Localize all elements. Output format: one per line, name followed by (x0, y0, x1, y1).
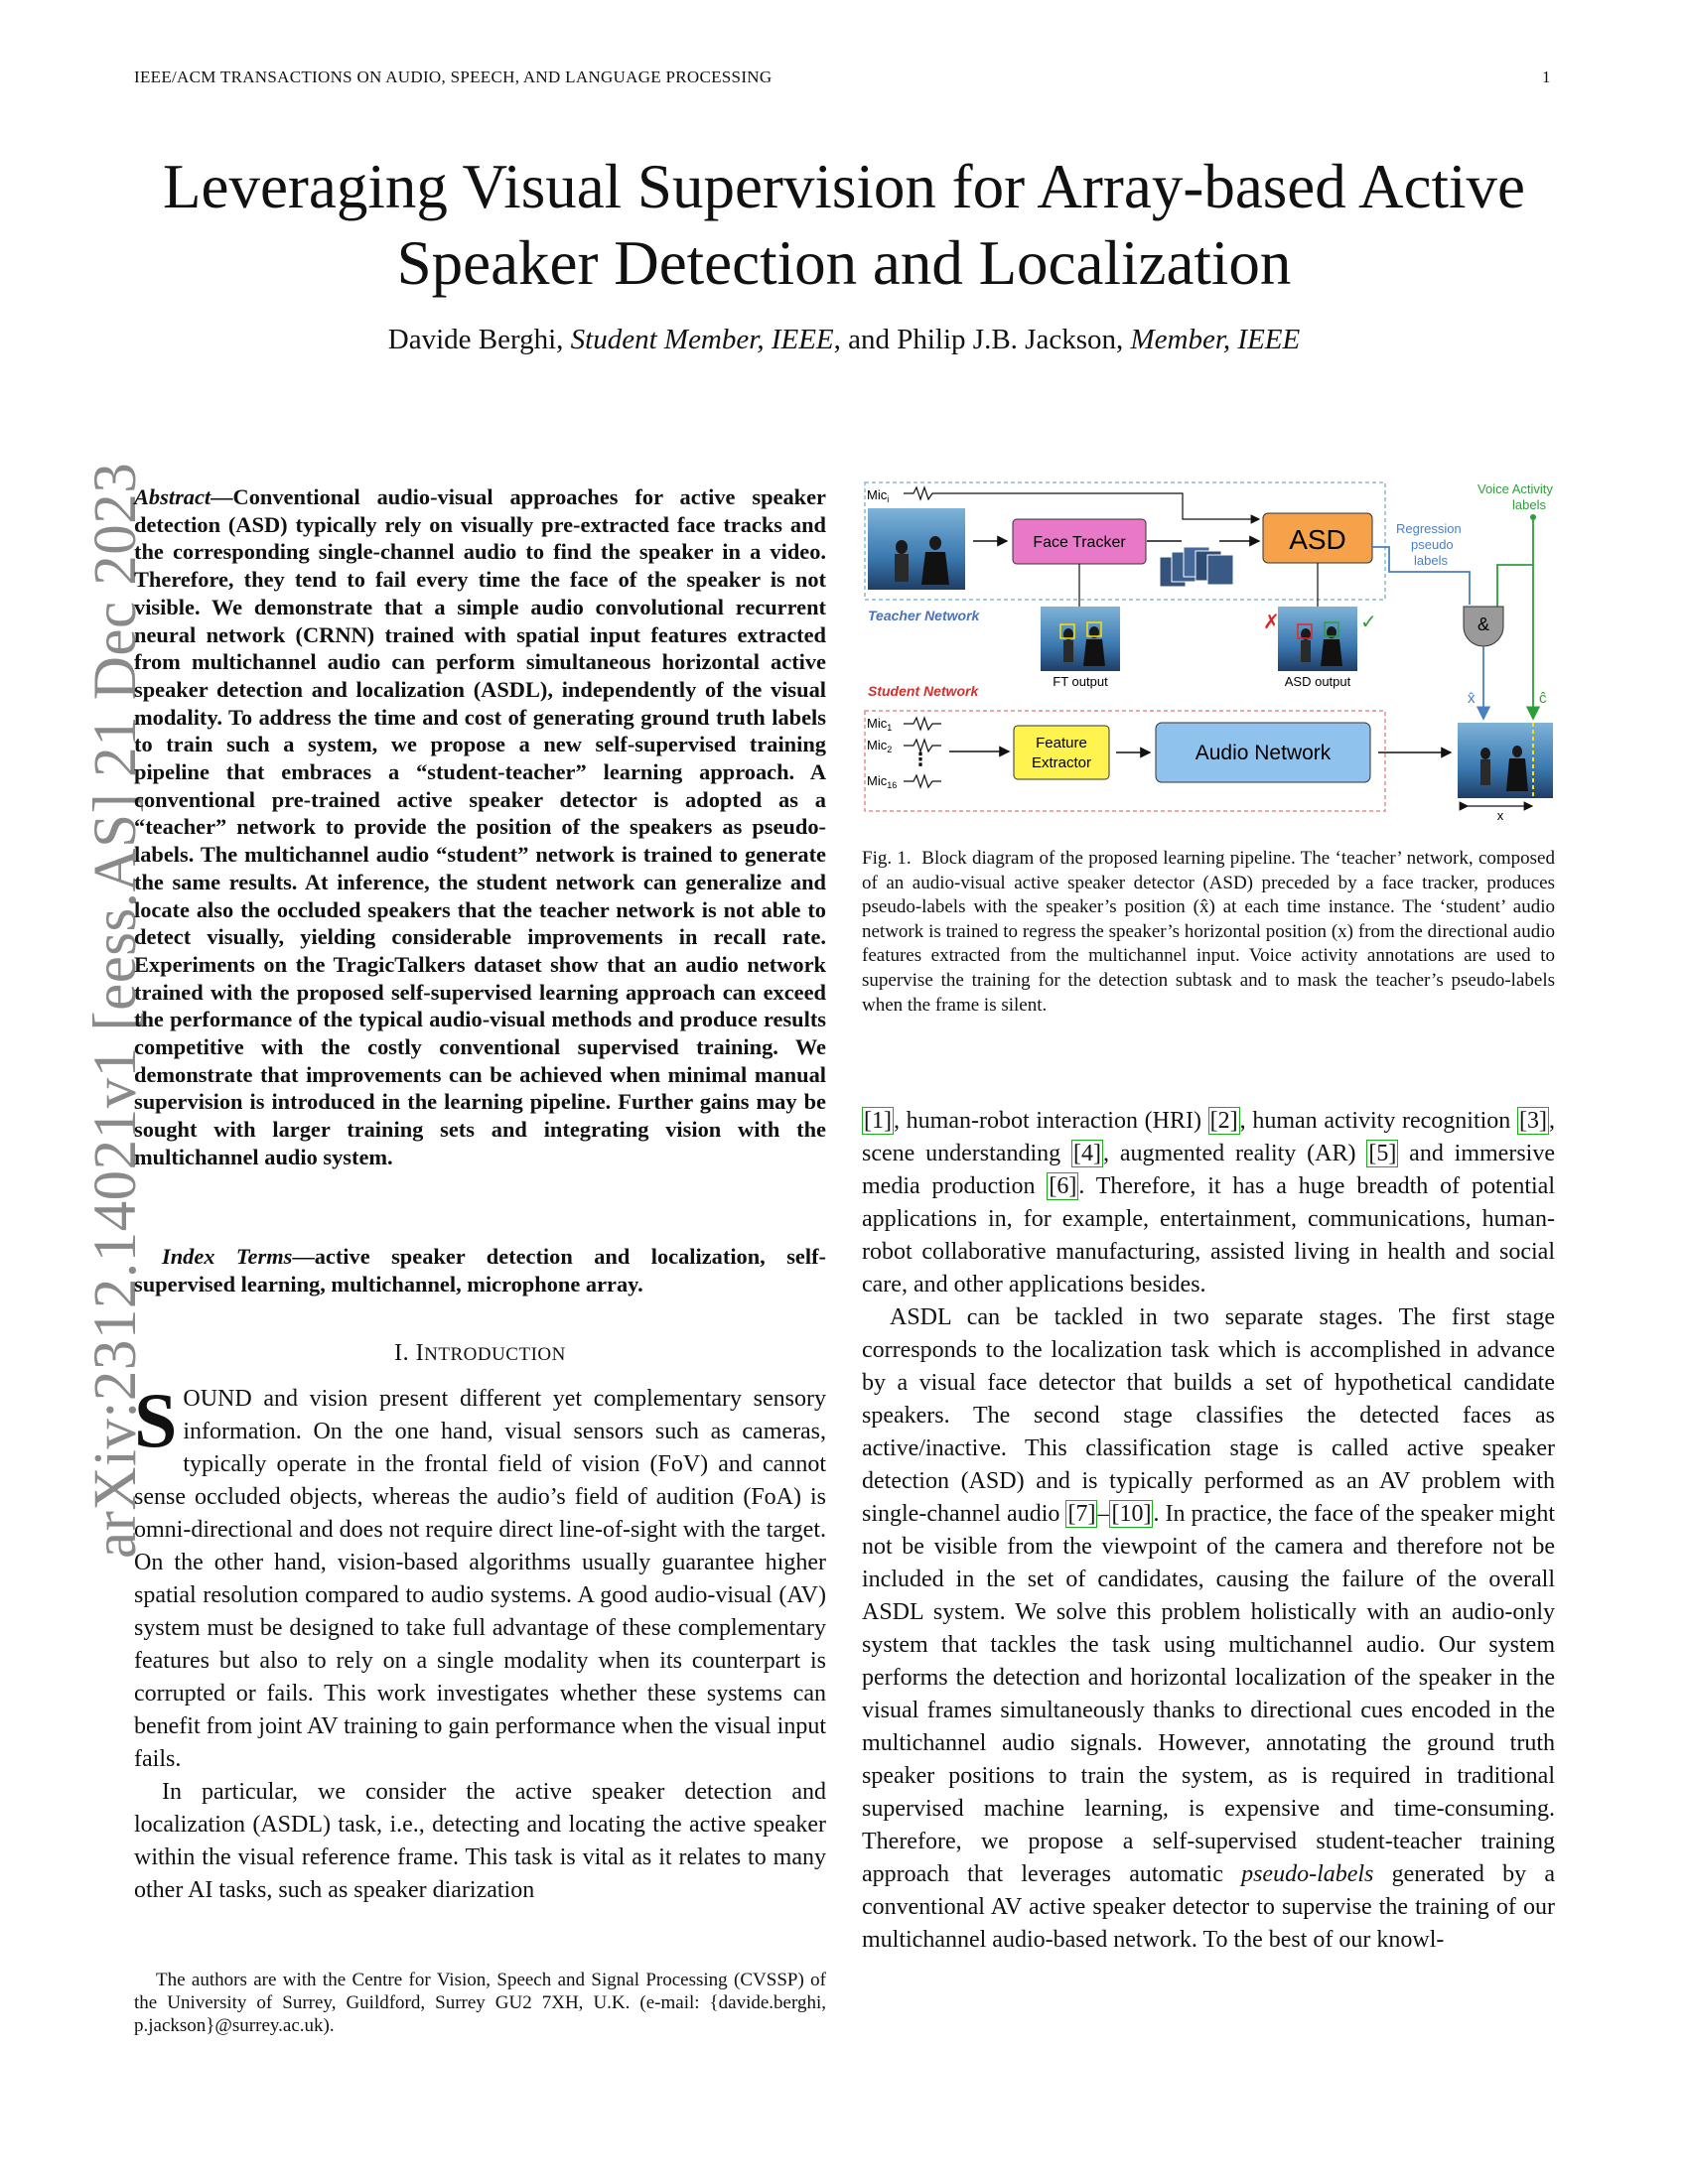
feature-extractor-box (1013, 725, 1110, 780)
author-line: Davide Berghi, Student Member, IEEE, and… (149, 324, 1539, 356)
author-2: , and Philip J.B. Jackson, (833, 324, 1131, 355)
mic-i-label: Mici (867, 487, 889, 504)
vad-label-2: labels (1512, 497, 1546, 512)
index-terms-label: Index Terms (162, 1244, 293, 1269)
regression-label-1: Regression (1396, 521, 1462, 536)
figure-1-caption: Fig. 1. Block diagram of the proposed le… (862, 847, 1555, 1018)
ft-output-label: FT output (1053, 674, 1108, 689)
author-2-role: Member, IEEE (1130, 324, 1301, 355)
caption-text: Block diagram of the proposed learning p… (862, 848, 1555, 1016)
abstract: Abstract—Conventional audio-visual appro… (134, 483, 826, 1171)
mic-dots: ⋮ (912, 750, 929, 769)
feature-extractor-label-1: Feature (1036, 735, 1087, 751)
page-number: 1 (1542, 68, 1551, 86)
face-crops-stack (1159, 546, 1234, 588)
feature-extractor-label-2: Extractor (1032, 754, 1091, 771)
and-gate-label: & (1477, 614, 1489, 634)
asd-output-label: ASD output (1285, 674, 1351, 689)
mic-1-waveform (904, 716, 941, 732)
mic-16-waveform (904, 773, 941, 789)
citation-10[interactable]: [10] (1109, 1500, 1154, 1528)
right-paragraph-2: ASDL can be tackled in two separate stag… (862, 1301, 1555, 1957)
x-axis-label: x (1497, 808, 1504, 820)
mic-2-waveform (904, 738, 941, 753)
asd-reject-mark-icon: ✗ (1263, 612, 1280, 633)
abstract-label: Abstract (134, 484, 211, 509)
mic-i-to-asd-arrow (1168, 492, 1261, 524)
right-paragraph-1: [1], human-robot interaction (HRI) [2], … (862, 1105, 1555, 1301)
teacher-network-label: Teacher Network (868, 608, 981, 623)
audio-network-label: Audio Network (1196, 742, 1332, 764)
intro-paragraph-2: In particular, we consider the active sp… (134, 1779, 826, 1903)
pseudo-label-line (1372, 546, 1471, 605)
mic-2-label: Mic2 (867, 738, 892, 754)
citation-7[interactable]: [7] (1065, 1500, 1098, 1528)
vad-to-gate-line (1496, 517, 1534, 607)
and-gate-icon (1463, 606, 1504, 647)
vad-label-1: Voice Activity (1477, 481, 1553, 496)
paper-title: Leveraging Visual Supervision for Array-… (163, 152, 1525, 298)
drop-cap: S (134, 1377, 178, 1463)
section-name: NTRODUCTION (424, 1344, 566, 1365)
section-numeral: I. I (394, 1340, 425, 1366)
p1-text-5: and immersive media production (862, 1141, 1555, 1199)
p1-text-1: , human-robot interaction (HRI) (893, 1108, 1208, 1134)
citation-range-dash: – (1097, 1501, 1110, 1527)
face-tracker-label: Face Tracker (1033, 534, 1126, 551)
mic-16-label: Mic16 (867, 773, 897, 790)
teacher-input-frame (868, 508, 965, 590)
citation-3[interactable]: [3] (1517, 1107, 1549, 1135)
figure-1-block-diagram: Teacher Network Student Network Mici Fac… (864, 481, 1553, 820)
p1-text-2: , human activity recognition (1239, 1108, 1517, 1134)
p2-text-c: generated by a conventional AV active sp… (862, 1861, 1555, 1953)
index-terms-text: —active speaker detection and localizati… (134, 1244, 826, 1297)
intro-p1-text: OUND and vision present different yet co… (134, 1386, 826, 1772)
p2-text-a: ASDL can be tackled in two separate stag… (862, 1304, 1555, 1527)
student-network-label: Student Network (868, 683, 979, 699)
asd-accept-mark-icon: ✓ (1360, 612, 1377, 633)
citation-2[interactable]: [2] (1207, 1107, 1240, 1135)
caption-label: Fig. 1. (862, 848, 912, 869)
p2-text-b: . In practice, the face of the speaker m… (862, 1501, 1556, 1887)
author-1-role: Student Member, IEEE (570, 324, 834, 355)
mic-1-label: Mic1 (867, 716, 892, 733)
p1-text-3: , scene understanding (862, 1108, 1555, 1166)
pseudo-label-path (1372, 537, 1396, 545)
student-output-frame (1458, 723, 1553, 798)
x-hat-label: x̂ (1468, 690, 1476, 707)
asd-output-frame (1278, 607, 1357, 671)
right-column-body: [1], human-robot interaction (HRI) [2], … (862, 1105, 1555, 1957)
author-footnote: The authors are with the Centre for Visi… (134, 1970, 826, 2036)
p1-text-4: , augmented reality (AR) (1102, 1141, 1367, 1166)
audio-network-box (1155, 722, 1371, 783)
citation-4[interactable]: [4] (1070, 1140, 1103, 1167)
citation-5[interactable]: [5] (1366, 1140, 1399, 1167)
running-header: IEEE/ACM TRANSACTIONS ON AUDIO, SPEECH, … (134, 68, 773, 86)
regression-label-3: labels (1414, 553, 1448, 568)
regression-label-2: pseudo (1411, 537, 1454, 552)
student-network-box (864, 710, 1386, 812)
mic-i-waveform (904, 485, 941, 501)
author-1: Davide Berghi, (387, 324, 571, 355)
teacher-network-box (864, 481, 1386, 601)
asd-label: ASD (1289, 524, 1346, 555)
section-heading: I. INTRODUCTION (134, 1340, 826, 1367)
ft-output-frame (1041, 607, 1120, 671)
c-hat-label: ĉ (1539, 690, 1547, 707)
abstract-text: —Conventional audio-visual approaches fo… (134, 484, 826, 1169)
pseudo-labels-term: pseudo-labels (1241, 1861, 1374, 1887)
p1-text-6: . Therefore, it has a huge breadth of po… (862, 1173, 1555, 1297)
citation-1[interactable]: [1] (862, 1107, 894, 1135)
citation-6[interactable]: [6] (1047, 1172, 1079, 1200)
index-terms: Index Terms—active speaker detection and… (134, 1243, 826, 1297)
